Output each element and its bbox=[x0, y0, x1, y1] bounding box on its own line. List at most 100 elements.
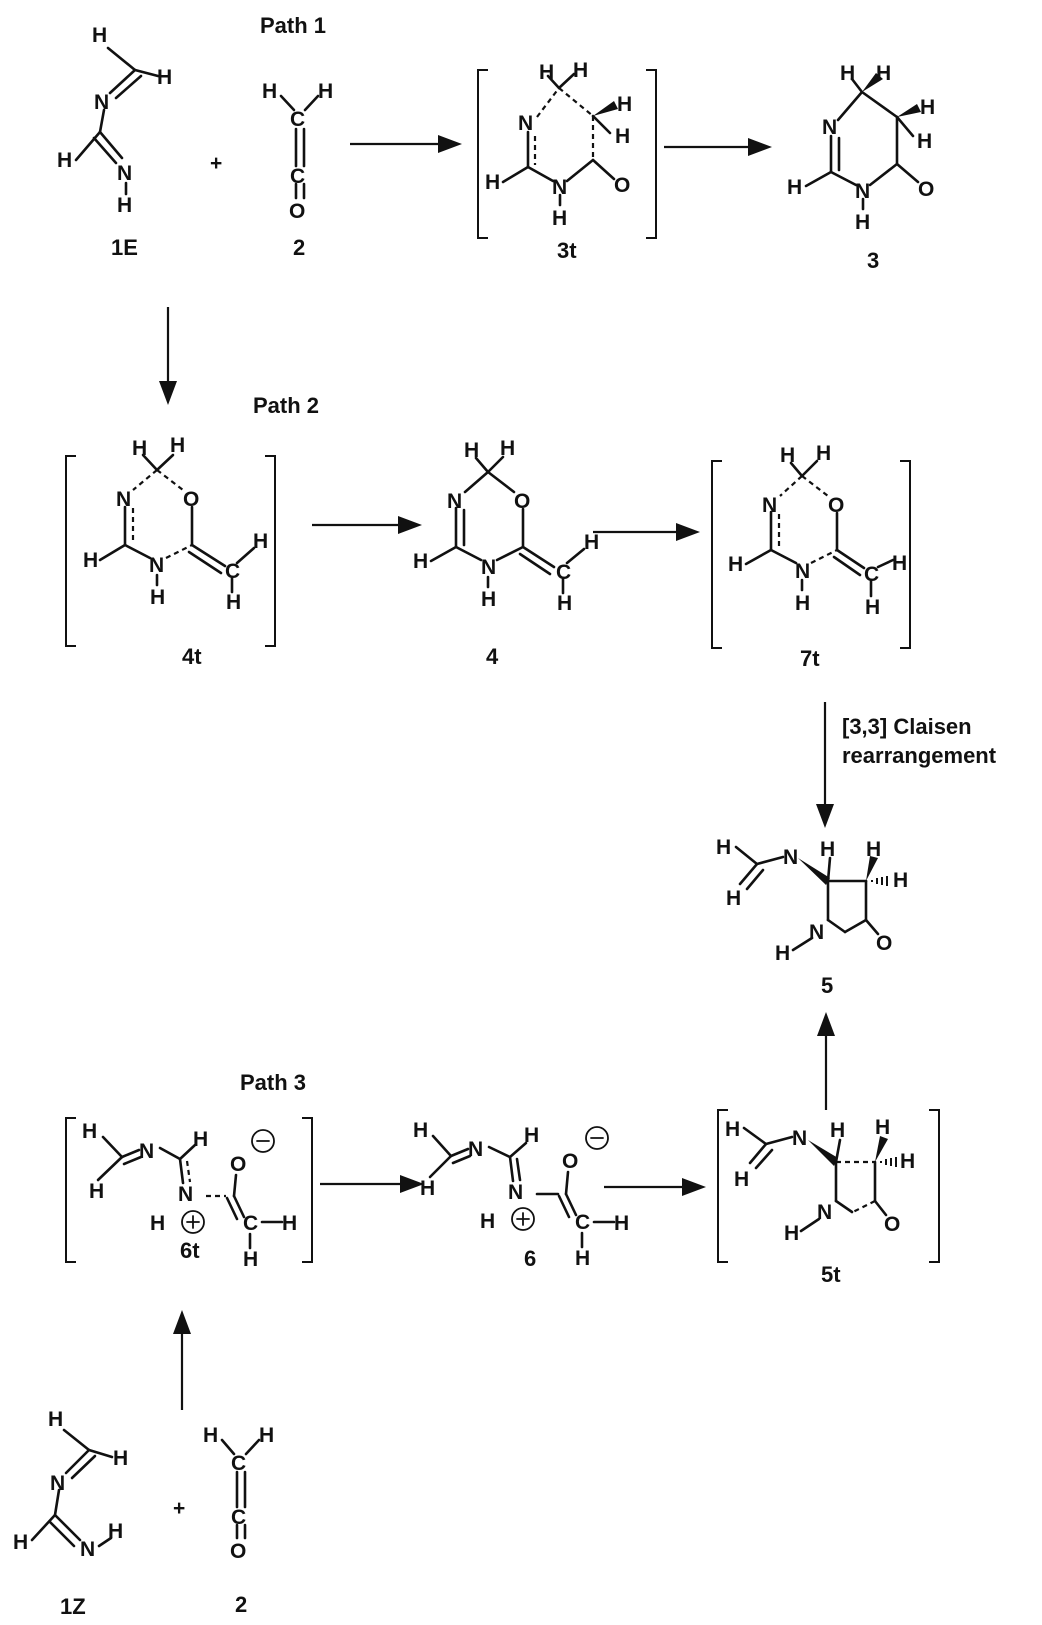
plus-sign-2: + bbox=[173, 1497, 185, 1520]
molecule-2-top: H C H C O 2 bbox=[262, 80, 333, 260]
svg-text:H: H bbox=[787, 176, 802, 199]
svg-text:H: H bbox=[500, 437, 515, 460]
svg-text:H: H bbox=[875, 1116, 890, 1139]
svg-text:H: H bbox=[816, 442, 831, 465]
label-7t: 7t bbox=[800, 646, 820, 671]
svg-text:H: H bbox=[92, 24, 107, 47]
svg-text:H: H bbox=[193, 1128, 208, 1151]
svg-text:H: H bbox=[485, 171, 500, 194]
label-2-top: 2 bbox=[293, 235, 305, 260]
svg-text:O: O bbox=[230, 1153, 246, 1176]
svg-text:H: H bbox=[83, 549, 98, 572]
label-5: 5 bbox=[821, 973, 833, 998]
svg-text:H: H bbox=[481, 588, 496, 611]
svg-text:H: H bbox=[726, 887, 741, 910]
svg-text:N: N bbox=[447, 490, 462, 513]
svg-text:N: N bbox=[762, 494, 777, 517]
svg-text:H: H bbox=[725, 1118, 740, 1141]
svg-text:H: H bbox=[259, 1424, 274, 1447]
molecule-5: H N H H H H N O H 5 bbox=[716, 836, 908, 998]
svg-text:H: H bbox=[728, 553, 743, 576]
claisen-note-line1: [3,3] Claisen bbox=[842, 714, 972, 739]
molecule-6: H N H H N O H C H H 6 bbox=[413, 1119, 629, 1271]
svg-text:H: H bbox=[615, 125, 630, 148]
molecule-3: H H N H H H N O H 3 bbox=[787, 62, 935, 273]
svg-text:N: N bbox=[809, 921, 824, 944]
svg-text:O: O bbox=[514, 490, 530, 513]
svg-text:H: H bbox=[584, 531, 599, 554]
svg-text:C: C bbox=[575, 1211, 590, 1234]
svg-text:H: H bbox=[13, 1531, 28, 1554]
svg-text:H: H bbox=[113, 1447, 128, 1470]
svg-text:C: C bbox=[290, 165, 305, 188]
svg-text:H: H bbox=[917, 130, 932, 153]
svg-text:H: H bbox=[840, 62, 855, 85]
label-5t: 5t bbox=[821, 1262, 841, 1287]
svg-text:H: H bbox=[170, 434, 185, 457]
svg-text:H: H bbox=[117, 194, 132, 217]
molecule-6t: H N H H N O H C H H 6t bbox=[65, 1117, 313, 1271]
svg-text:H: H bbox=[413, 1119, 428, 1142]
svg-text:H: H bbox=[573, 59, 588, 82]
svg-text:N: N bbox=[817, 1201, 832, 1224]
svg-text:H: H bbox=[830, 1119, 845, 1142]
svg-text:N: N bbox=[80, 1538, 95, 1561]
svg-text:O: O bbox=[884, 1213, 900, 1236]
svg-text:H: H bbox=[795, 592, 810, 615]
svg-text:N: N bbox=[178, 1183, 193, 1206]
svg-text:N: N bbox=[783, 846, 798, 869]
svg-text:H: H bbox=[48, 1408, 63, 1431]
svg-text:N: N bbox=[468, 1138, 483, 1161]
svg-text:C: C bbox=[243, 1212, 258, 1235]
svg-text:H: H bbox=[539, 61, 554, 84]
label-3t: 3t bbox=[557, 238, 577, 263]
label-2-bottom: 2 bbox=[235, 1592, 247, 1617]
svg-text:H: H bbox=[480, 1210, 495, 1233]
svg-text:N: N bbox=[855, 180, 870, 203]
molecule-5t: H N H H H H N O H 5t bbox=[717, 1109, 940, 1287]
svg-text:O: O bbox=[230, 1540, 246, 1563]
svg-text:H: H bbox=[855, 211, 870, 234]
svg-text:H: H bbox=[866, 838, 881, 861]
svg-text:H: H bbox=[865, 596, 880, 619]
svg-text:C: C bbox=[231, 1452, 246, 1475]
svg-text:H: H bbox=[57, 149, 72, 172]
label-6t: 6t bbox=[180, 1238, 200, 1263]
svg-text:H: H bbox=[820, 838, 835, 861]
svg-text:H: H bbox=[617, 93, 632, 116]
svg-text:O: O bbox=[289, 200, 305, 223]
svg-text:H: H bbox=[282, 1212, 297, 1235]
label-1E: 1E bbox=[111, 235, 138, 260]
svg-text:H: H bbox=[614, 1212, 629, 1235]
svg-text:C: C bbox=[290, 108, 305, 131]
svg-text:H: H bbox=[318, 80, 333, 103]
svg-text:N: N bbox=[149, 554, 164, 577]
svg-text:O: O bbox=[828, 494, 844, 517]
svg-text:H: H bbox=[464, 439, 479, 462]
molecule-1Z: H H N H N H 1Z bbox=[13, 1408, 128, 1619]
svg-text:N: N bbox=[508, 1181, 523, 1204]
svg-text:C: C bbox=[231, 1506, 246, 1529]
svg-text:N: N bbox=[792, 1127, 807, 1150]
svg-text:C: C bbox=[864, 563, 879, 586]
svg-text:O: O bbox=[614, 174, 630, 197]
label-4: 4 bbox=[486, 644, 499, 669]
label-3: 3 bbox=[867, 248, 879, 273]
svg-text:H: H bbox=[413, 550, 428, 573]
svg-text:H: H bbox=[784, 1222, 799, 1245]
svg-text:H: H bbox=[89, 1180, 104, 1203]
svg-text:N: N bbox=[50, 1472, 65, 1495]
label-4t: 4t bbox=[182, 644, 202, 669]
svg-text:H: H bbox=[226, 591, 241, 614]
svg-text:O: O bbox=[183, 488, 199, 511]
svg-text:O: O bbox=[876, 932, 892, 955]
svg-text:H: H bbox=[876, 62, 891, 85]
plus-sign: + bbox=[210, 152, 222, 175]
svg-text:H: H bbox=[780, 444, 795, 467]
svg-text:H: H bbox=[557, 592, 572, 615]
svg-text:H: H bbox=[716, 836, 731, 859]
molecule-7t: H H N O H N C H H H 7t bbox=[711, 442, 911, 671]
svg-text:H: H bbox=[243, 1248, 258, 1271]
svg-text:H: H bbox=[420, 1177, 435, 1200]
svg-text:H: H bbox=[132, 437, 147, 460]
